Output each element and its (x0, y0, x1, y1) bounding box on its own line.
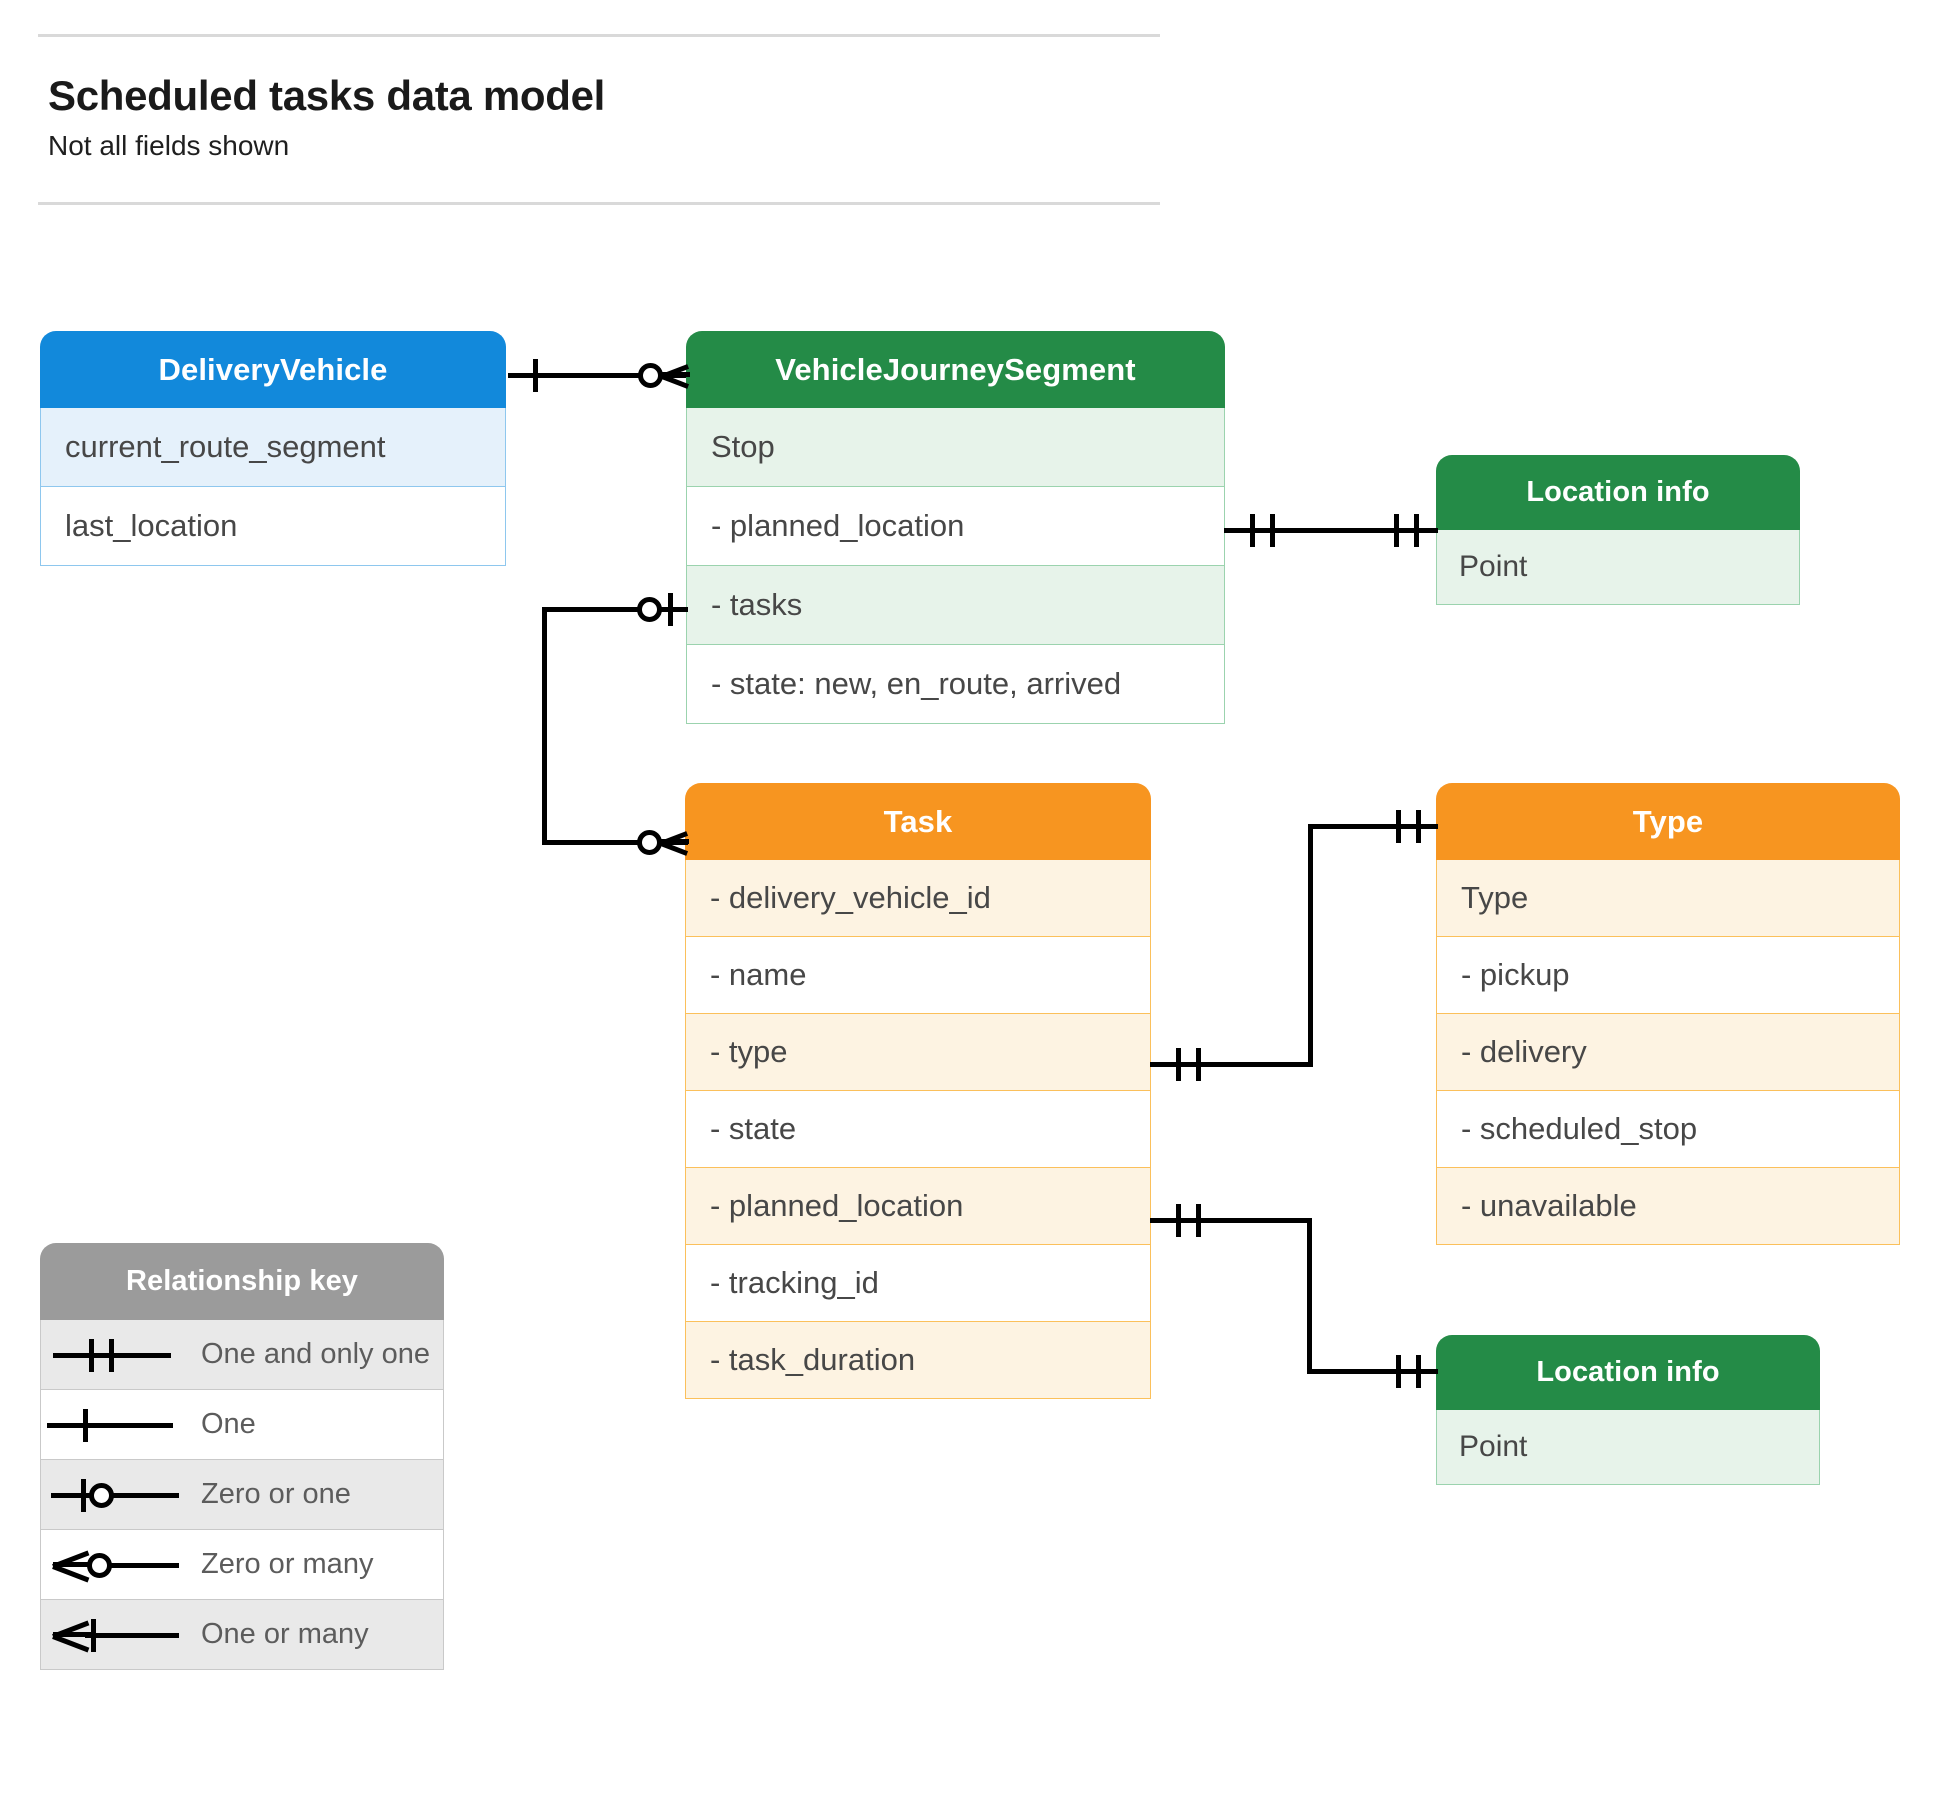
entity-row-label: - state (710, 1111, 797, 1146)
entity-row[interactable]: - tasks (686, 566, 1225, 645)
entity-row[interactable]: - planned_location (686, 487, 1225, 566)
entity-row-label: - type (710, 1034, 788, 1069)
entity-row[interactable]: - tracking_id (685, 1245, 1151, 1322)
entity-row[interactable]: - delivery_vehicle_id (685, 860, 1151, 937)
one-and-only-one-icon (41, 1320, 191, 1389)
entity-row[interactable]: last_location (40, 487, 506, 566)
entity-title-task: Task (685, 783, 1151, 860)
entity-row[interactable]: - unavailable (1436, 1168, 1900, 1245)
legend-item[interactable]: One and only one (40, 1320, 444, 1390)
zero-circle (637, 597, 662, 622)
entity-row-label: - tasks (711, 587, 803, 622)
one-icon (41, 1390, 191, 1459)
legend-item-label: Zero or many (201, 1548, 374, 1580)
entity-row[interactable]: current_route_segment (40, 408, 506, 487)
entity-row-label: Point (1459, 1430, 1528, 1463)
entity-title-location-info-top: Location info (1436, 455, 1800, 530)
legend-item[interactable]: Zero or many (40, 1530, 444, 1600)
zero-or-one-icon (41, 1460, 191, 1529)
entity-row[interactable]: - planned_location (685, 1168, 1151, 1245)
entity-task[interactable]: Task - delivery_vehicle_id - name - type… (685, 783, 1151, 1399)
entity-row-label: - pickup (1461, 957, 1570, 992)
entity-title-delivery-vehicle: DeliveryVehicle (40, 331, 506, 408)
entity-row[interactable]: Stop (686, 408, 1225, 487)
entity-type[interactable]: Type Type - pickup - delivery - schedule… (1436, 783, 1900, 1245)
legend-item-label: One and only one (201, 1338, 430, 1370)
entity-row-label: - planned_location (710, 1188, 964, 1223)
header-divider-bottom (38, 202, 1160, 205)
one-or-many-icon (41, 1600, 191, 1669)
entity-row[interactable]: Type (1436, 860, 1900, 937)
entity-row-label: - tracking_id (710, 1265, 879, 1300)
entity-row[interactable]: - type (685, 1014, 1151, 1091)
one-tick (668, 593, 673, 626)
entity-row-label: current_route_segment (65, 429, 386, 464)
entity-location-info-top[interactable]: Location info Point (1436, 455, 1800, 605)
entity-row-label: Point (1459, 550, 1528, 583)
entity-row-label: Type (1461, 880, 1529, 915)
entity-row[interactable]: Point (1436, 530, 1800, 605)
zero-circle (638, 363, 663, 388)
entity-row-label: - planned_location (711, 508, 965, 543)
legend-title: Relationship key (40, 1243, 444, 1320)
page-title: Scheduled tasks data model (48, 72, 606, 119)
header-divider-top (38, 34, 1160, 37)
entity-location-info-bottom[interactable]: Location info Point (1436, 1335, 1820, 1485)
entity-row-label: - name (710, 957, 807, 992)
legend-item[interactable]: Zero or one (40, 1460, 444, 1530)
entity-row[interactable]: - delivery (1436, 1014, 1900, 1091)
entity-row[interactable]: - pickup (1436, 937, 1900, 1014)
entity-vehicle-journey-segment[interactable]: VehicleJourneySegment Stop - planned_loc… (686, 331, 1225, 724)
zero-circle (637, 830, 662, 855)
entity-title-type: Type (1436, 783, 1900, 860)
entity-row-label: - state: new, en_route, arrived (711, 666, 1122, 701)
entity-row[interactable]: - state (685, 1091, 1151, 1168)
zero-or-many-icon (41, 1530, 191, 1599)
entity-row-label: - delivery (1461, 1034, 1587, 1069)
one-tick (533, 359, 538, 392)
entity-row-label: Stop (711, 429, 775, 464)
entity-row[interactable]: - task_duration (685, 1322, 1151, 1399)
legend-item[interactable]: One or many (40, 1600, 444, 1670)
legend-item-label: One (201, 1408, 256, 1440)
entity-row-label: - scheduled_stop (1461, 1111, 1698, 1146)
entity-row-label: last_location (65, 508, 238, 543)
entity-row-label: - task_duration (710, 1342, 916, 1377)
legend-relationship-key[interactable]: Relationship key One and only one One Ze (40, 1243, 444, 1670)
entity-row-label: - delivery_vehicle_id (710, 880, 991, 915)
entity-row[interactable]: - state: new, en_route, arrived (686, 645, 1225, 724)
legend-item-label: One or many (201, 1618, 369, 1650)
entity-title-location-info-bottom: Location info (1436, 1335, 1820, 1410)
entity-row[interactable]: - scheduled_stop (1436, 1091, 1900, 1168)
entity-row-label: - unavailable (1461, 1188, 1637, 1223)
entity-delivery-vehicle[interactable]: DeliveryVehicle current_route_segment la… (40, 331, 506, 566)
entity-row[interactable]: - name (685, 937, 1151, 1014)
legend-item[interactable]: One (40, 1390, 444, 1460)
legend-item-label: Zero or one (201, 1478, 351, 1510)
page-subtitle: Not all fields shown (48, 130, 290, 161)
entity-title-vehicle-journey-segment: VehicleJourneySegment (686, 331, 1225, 408)
entity-row[interactable]: Point (1436, 1410, 1820, 1485)
